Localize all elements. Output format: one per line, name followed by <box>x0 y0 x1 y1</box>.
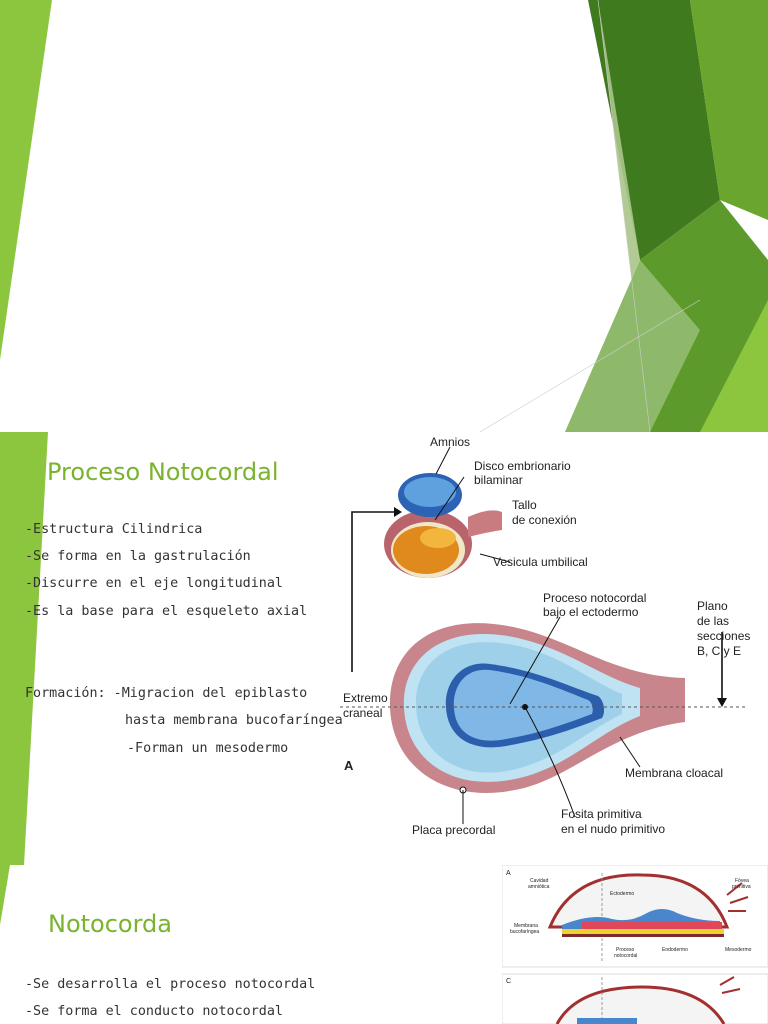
label-plano: B, C y E <box>697 644 741 658</box>
label-ectodermo: Ectodermo <box>610 891 634 897</box>
embryo-diagram: Amnios Disco embrionario bilaminar Tallo… <box>340 435 750 837</box>
label-letter-c: C <box>506 978 511 985</box>
bullet-item: -Estructura Cilindrica <box>25 522 203 537</box>
label-plano: de las <box>697 614 729 628</box>
label-tallo: Tallo <box>512 498 537 512</box>
label-extremo: Extremo <box>343 691 388 705</box>
label-tallo: de conexión <box>512 513 577 527</box>
slide-1-green-decoration <box>0 0 768 432</box>
yolk-sac-wall <box>562 934 724 937</box>
bullet-item: -Se desarrolla el proceso notocordal <box>25 977 316 992</box>
label-proceso: bajo el ectodermo <box>543 605 639 619</box>
connecting-stalk-lines <box>719 976 741 994</box>
label-membrana: bucofaríngea <box>510 929 539 935</box>
pointer-line <box>509 616 561 705</box>
label-extremo: craneal <box>343 706 382 720</box>
formation-line: Formación: -Migracion del epiblasto <box>25 686 308 701</box>
label-vesicula: Vesicula umbilical <box>493 555 588 569</box>
slide-2-green-decoration <box>0 432 48 865</box>
label-fovea: primitiva <box>732 884 751 890</box>
label-mesodermo: Mesodermo <box>725 947 752 953</box>
notochord-section-diagrams: A Cavidad amniótica Fóvea primitiva Ecto… <box>502 865 768 1024</box>
amnion-inner-shape <box>404 477 456 507</box>
label-disco: Disco embrionario <box>474 459 571 473</box>
slide-1 <box>0 0 768 432</box>
connecting-stalk-lines <box>726 882 749 912</box>
bullet-item: -Se forma el conducto notocordal <box>25 1004 283 1019</box>
slide-title: Proceso Notocordal <box>47 458 279 486</box>
label-letter-a: A <box>344 758 354 773</box>
section-arrow-head <box>717 698 727 707</box>
pointer-line <box>524 706 576 818</box>
label-endodermo: Endodermo <box>662 947 688 953</box>
slide-3: Notocorda -Se desarrolla el proceso noto… <box>0 865 768 1024</box>
pointer-line <box>351 511 394 672</box>
bullet-item: -Se forma en la gastrulación <box>25 549 251 564</box>
label-placa: Placa precordal <box>412 823 495 837</box>
bullet-item: -Es la base para el esqueleto axial <box>25 604 308 619</box>
slide-title: Notocorda <box>48 910 172 938</box>
arrow-head <box>394 507 402 517</box>
pointer-line <box>434 476 465 521</box>
endoderm-layer <box>562 929 724 934</box>
label-proceso: Proceso <box>616 947 635 953</box>
label-membrana-cloacal: Membrana cloacal <box>625 766 723 780</box>
ectoderm-layer <box>577 1018 637 1024</box>
pointer-line <box>479 553 511 563</box>
label-fosita: en el nudo primitivo <box>561 822 665 836</box>
formation-line: -Forman un mesodermo <box>127 741 289 756</box>
label-proceso: notocordal <box>614 953 637 959</box>
formation-line: hasta membrana bucofaríngea <box>125 713 343 728</box>
amniotic-cavity-shape <box>555 985 726 1024</box>
label-proceso: Proceso notocordal <box>543 591 646 605</box>
label-disco: bilaminar <box>474 473 523 487</box>
amniotic-cavity-shape <box>547 873 730 929</box>
pointer-line <box>619 736 641 768</box>
label-amnios: Amnios <box>430 435 470 449</box>
label-plano: secciones <box>697 629 750 643</box>
label-plano: Plano <box>697 599 728 613</box>
yolk-sac-highlight <box>420 528 456 548</box>
label-letter-a: A <box>506 870 511 877</box>
label-cavidad: Cavidad <box>530 878 549 884</box>
label-fosita: Fosita primitiva <box>561 807 642 821</box>
mesoderm-layer <box>582 922 722 929</box>
label-fovea: Fóvea <box>735 878 749 884</box>
connecting-stalk-shape <box>468 510 502 537</box>
label-cavidad: amniótica <box>528 884 550 890</box>
bullet-item: -Discurre en el eje longitudinal <box>25 576 283 591</box>
slide-3-green-decoration <box>0 865 10 925</box>
slide-2: Proceso Notocordal -Estructura Cilindric… <box>0 432 768 865</box>
label-membrana: Membrana <box>514 923 538 929</box>
pointer-line <box>435 446 451 475</box>
